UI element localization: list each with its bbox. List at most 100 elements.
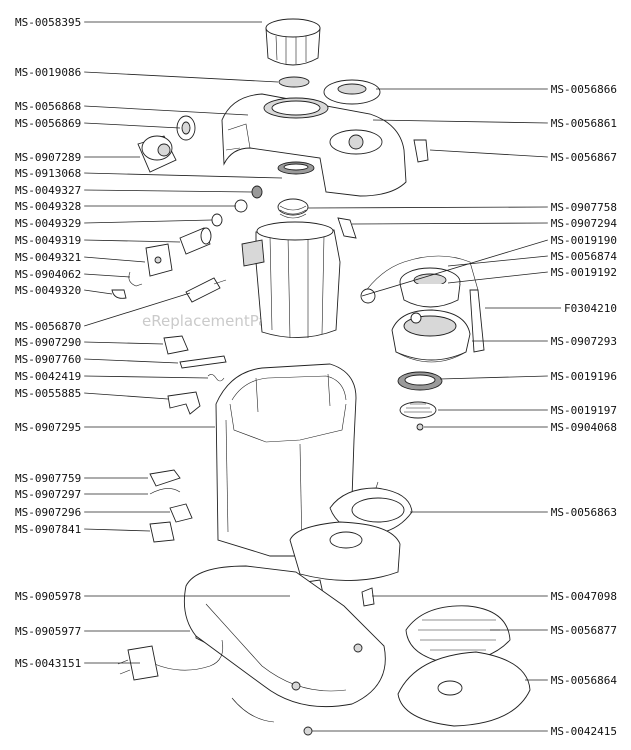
part-label-ms-0019086: MS-0019086 (15, 66, 81, 79)
clip-1-part (128, 271, 143, 287)
part-label-ms-0049319: MS-0049319 (15, 234, 81, 247)
part-label-ms-0056870: MS-0056870 (15, 320, 81, 333)
leader-line-ms-0049327 (84, 189, 253, 193)
washer-part (278, 76, 310, 88)
part-label-ms-0042415: MS-0042415 (551, 725, 617, 738)
leader-line-ms-0056869 (84, 122, 181, 129)
base-cover-part (397, 651, 531, 727)
part-label-ms-0056866: MS-0056866 (551, 83, 617, 96)
power-cord-part (117, 639, 275, 723)
leader-line-ms-0019190 (361, 239, 548, 297)
bottom-washer-part (303, 726, 313, 736)
clip-a-part (149, 469, 181, 487)
part-label-ms-0055885: MS-0055885 (15, 387, 81, 400)
part-label-ms-0056863: MS-0056863 (551, 506, 617, 519)
bracket-part (337, 217, 357, 239)
part-label-ms-0904062: MS-0904062 (15, 268, 81, 281)
part-label-ms-0049328: MS-0049328 (15, 200, 81, 213)
part-label-ms-0907758: MS-0907758 (551, 201, 617, 214)
part-label-ms-0907296: MS-0907296 (15, 506, 81, 519)
part-label-ms-0913068: MS-0913068 (15, 167, 81, 180)
grid-plate-part (405, 605, 511, 663)
drip-tray-part (289, 521, 401, 581)
part-label-ms-0019190: MS-0019190 (551, 234, 617, 247)
terminal-bracket-part (167, 391, 201, 415)
spring-part (277, 198, 309, 219)
switch-part (163, 335, 189, 355)
leader-lines (84, 21, 562, 732)
leader-line-ms-0019086 (84, 71, 279, 83)
leader-line-ms-0049321 (84, 256, 146, 263)
resistor-part (179, 355, 227, 369)
part-label-ms-0056874: MS-0056874 (551, 250, 618, 263)
part-labels: MS-0058395MS-0019086MS-0056868MS-0056869… (15, 16, 617, 738)
main-body-part (215, 363, 357, 557)
part-label-ms-0056869: MS-0056869 (15, 117, 81, 130)
leader-line-ms-0019192 (447, 271, 548, 284)
part-label-ms-0047098: MS-0047098 (551, 590, 617, 603)
part-label-ms-0907760: MS-0907760 (15, 353, 81, 366)
part-label-ms-0907759: MS-0907759 (15, 472, 81, 485)
leader-line-ms-0913068 (84, 172, 283, 179)
o-ring-2-part (234, 199, 248, 213)
part-label-ms-0042419: MS-0042419 (15, 370, 81, 383)
leader-line-ms-0907294 (351, 222, 548, 225)
screw-2-part (361, 587, 375, 607)
thermostat-part (149, 521, 175, 543)
part-label-ms-0907841: MS-0907841 (15, 523, 81, 536)
leader-line-ms-0049319 (84, 239, 181, 243)
leader-line-ms-0056874 (447, 255, 548, 267)
part-label-ms-0905978: MS-0905978 (15, 590, 81, 603)
leader-line-ms-0907841 (84, 528, 151, 532)
screw-part (416, 423, 424, 431)
clip-c-part (169, 503, 193, 523)
part-label-ms-0907293: MS-0907293 (551, 335, 617, 348)
part-label-ms-0049327: MS-0049327 (15, 184, 81, 197)
leader-line-ms-0907758 (307, 206, 548, 209)
leader-line-ms-0055885 (84, 392, 169, 400)
upper-housing-part (221, 93, 407, 197)
part-label-ms-0907290: MS-0907290 (15, 336, 81, 349)
leader-line-ms-0042419 (84, 375, 209, 379)
o-ring-1-part (251, 185, 263, 199)
tank-cap-part (323, 79, 381, 105)
part-label-ms-0049321: MS-0049321 (15, 251, 81, 264)
o-ring-3-part (211, 213, 223, 227)
pin-part (469, 289, 485, 353)
part-label-ms-0907295: MS-0907295 (15, 421, 81, 434)
part-label-ms-0049320: MS-0049320 (15, 284, 81, 297)
leader-line-ms-0056868 (84, 105, 249, 116)
part-label-ms-0056864: MS-0056864 (551, 674, 618, 687)
part-label-ms-0056877: MS-0056877 (551, 624, 617, 637)
leader-line-ms-0907290 (84, 341, 164, 345)
brew-head-part (391, 309, 471, 363)
clip-b-part (149, 488, 181, 495)
part-label-ms-0907289: MS-0907289 (15, 151, 81, 164)
part-label-ms-0904068: MS-0904068 (551, 421, 617, 434)
leader-line-ms-0049320 (84, 289, 113, 295)
part-label-ms-0056868: MS-0056868 (15, 100, 81, 113)
leader-line-ms-0056861 (372, 119, 548, 124)
rod-part (185, 277, 227, 303)
base-plate-part (183, 565, 386, 708)
parts-illustration (111, 18, 531, 736)
part-label-ms-0907294: MS-0907294 (551, 217, 618, 230)
part-label-ms-0058395: MS-0058395 (15, 16, 81, 29)
steam-pipe-part (360, 255, 479, 304)
part-label-ms-0019192: MS-0019192 (551, 266, 617, 279)
part-label-ms-0056861: MS-0056861 (551, 117, 617, 130)
valve-part (179, 227, 212, 255)
pump-body-part (241, 221, 341, 339)
part-label-f0304210: F0304210 (564, 302, 617, 315)
top-knob-part (265, 18, 321, 66)
side-clip-part (413, 139, 429, 163)
leader-line-ms-0049329 (84, 219, 213, 224)
outlet-cover-part (399, 267, 461, 308)
leader-line-ms-0056867 (429, 149, 548, 158)
clip-2-part (111, 289, 127, 299)
mount-plate-part (145, 243, 173, 277)
leader-line-ms-0904062 (84, 273, 131, 278)
cylinder-part (137, 135, 177, 173)
part-label-ms-0905977: MS-0905977 (15, 625, 81, 638)
